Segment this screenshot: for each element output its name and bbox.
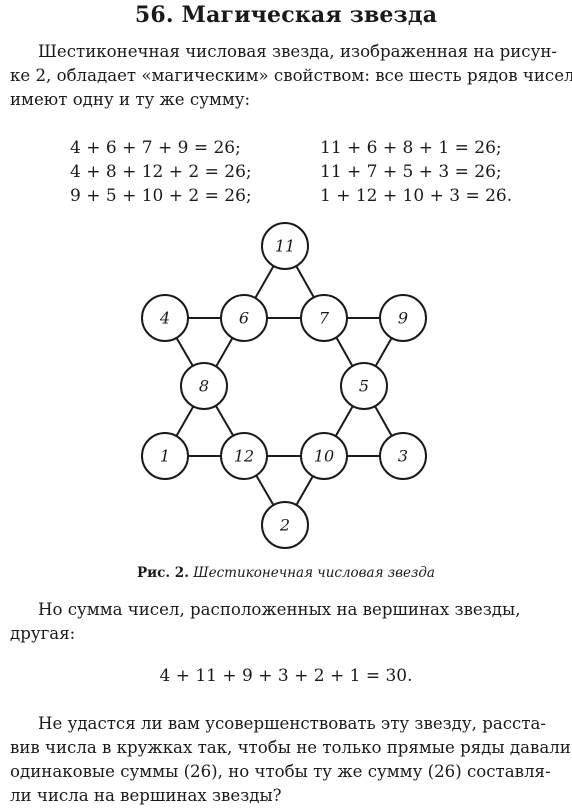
node-upper-inner-right [300,294,348,342]
node-label: 2 [279,516,290,535]
question-line: вив числа в кружках так, чтобы не только… [10,738,571,757]
question-line: одинаковые суммы (26), но чтобы ту же су… [10,762,551,781]
node-lower-right [379,432,427,480]
intro-line: имеют одну и ту же сумму: [10,90,251,109]
node-upper-left [141,294,189,342]
node-label: 10 [314,447,334,466]
node-top [261,222,309,270]
middle-paragraph: Но сумма чисел, расположенных на вершина… [10,598,565,646]
equation: 4 + 8 + 12 + 2 = 26; [70,162,252,182]
intro-line: Шестиконечная числовая звезда, изображен… [38,42,558,61]
caption-label: Рис. 2. [137,565,189,581]
node-lower-inner-left [220,432,268,480]
star-edge [164,245,286,457]
equation: 1 + 12 + 10 + 3 = 26. [320,186,513,206]
intro-line: ке 2, обладает «магическим» свойством: в… [10,66,572,85]
equations-left: 4 + 6 + 7 + 9 = 26; 4 + 8 + 12 + 2 = 26;… [70,136,252,208]
node-mid-right [340,362,388,410]
question-line: Не удастся ли вам усовершенствовать эту … [38,714,546,733]
node-label: 5 [359,377,369,396]
equation: 4 + 6 + 7 + 9 = 26; [70,138,241,158]
node-label: 4 [159,309,170,328]
node-bottom [261,501,309,549]
node-label: 7 [319,309,330,328]
node-label: 8 [199,377,209,396]
section-title: 56. Магическая звезда [134,2,438,28]
node-label: 9 [398,309,408,328]
node-label: 12 [234,447,254,466]
node-label: 6 [239,309,249,328]
middle-line: другая: [10,624,76,643]
star-edge [164,317,286,526]
vertex-sum-equation: 4 + 11 + 9 + 3 + 2 + 1 = 30. [159,666,413,686]
star-edge [284,317,404,526]
equation: 9 + 5 + 10 + 2 = 26; [70,186,252,206]
middle-line: Но сумма чисел, расположенных на вершина… [38,600,521,619]
equations-right: 11 + 6 + 8 + 1 = 26; 11 + 7 + 5 + 3 = 26… [320,136,512,208]
equation: 11 + 6 + 8 + 1 = 26; [320,138,502,158]
node-lower-inner-right [300,432,348,480]
node-mid-left [180,362,228,410]
figure-caption: Рис. 2. Шестиконечная числовая звезда [0,565,572,581]
node-upper-right [379,294,427,342]
intro-paragraph: Шестиконечная числовая звезда, изображен… [10,40,572,112]
node-label: 1 [160,447,170,466]
star-lines [164,245,404,526]
equation: 11 + 7 + 5 + 3 = 26; [320,162,502,182]
node-label: 3 [398,447,408,466]
star-edge [284,245,404,457]
question-paragraph: Не удастся ли вам усовершенствовать эту … [10,712,571,808]
node-lower-left [141,432,189,480]
caption-text: Шестиконечная числовая звезда [193,565,435,581]
node-label: 11 [275,237,295,256]
question-line: ли числа на вершинах звезды? [10,786,282,805]
node-upper-inner-left [220,294,268,342]
